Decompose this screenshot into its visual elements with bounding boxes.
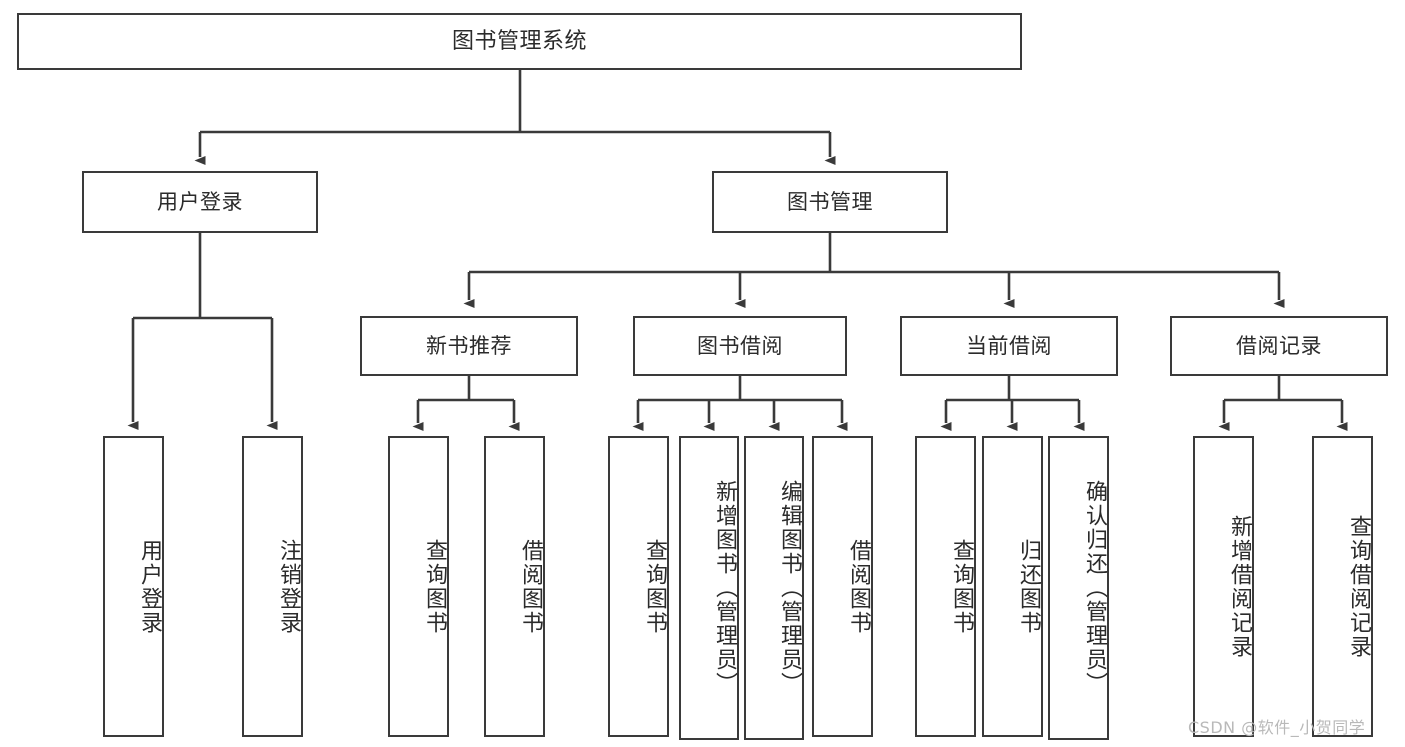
node-current-borrow-label: 当前借阅 [966,333,1052,358]
leaf-book-borrow-2[interactable]: 新增图书（管理员） [679,436,739,740]
node-book-borrow[interactable]: 图书借阅 [633,316,847,376]
leaf-borrow-record-2-label: 查询借阅记录 [1346,514,1371,659]
leaf-book-borrow-4[interactable]: 借阅图书 [812,436,873,737]
leaf-new-book-2[interactable]: 借阅图书 [484,436,545,737]
leaf-new-book-1-label: 查询图书 [422,538,447,635]
node-book-borrow-label: 图书借阅 [697,333,783,358]
node-new-book-recommend-label: 新书推荐 [426,333,512,358]
leaf-current-borrow-1-label: 查询图书 [949,538,974,635]
node-root-label: 图书管理系统 [451,28,587,54]
leaf-new-book-2-label: 借阅图书 [518,538,543,635]
node-new-book-recommend[interactable]: 新书推荐 [360,316,578,376]
leaf-current-borrow-3-label: 确认归还（管理员） [1082,480,1107,696]
leaf-borrow-record-1[interactable]: 新增借阅记录 [1193,436,1254,737]
leaf-new-book-1[interactable]: 查询图书 [388,436,449,737]
node-borrow-record-label: 借阅记录 [1236,333,1322,358]
leaf-current-borrow-2-label: 归还图书 [1016,538,1041,635]
leaf-borrow-record-1-label: 新增借阅记录 [1227,514,1252,659]
leaf-book-borrow-1-label: 查询图书 [642,538,667,635]
leaf-book-borrow-2-label: 新增图书（管理员） [712,480,737,696]
node-book-manage-label: 图书管理 [787,189,873,214]
leaf-borrow-record-2[interactable]: 查询借阅记录 [1312,436,1373,737]
node-user-login[interactable]: 用户登录 [82,171,318,233]
leaf-current-borrow-3[interactable]: 确认归还（管理员） [1048,436,1109,740]
leaf-user-login-1[interactable]: 用户登录 [103,436,164,737]
leaf-book-borrow-4-label: 借阅图书 [846,538,871,635]
node-current-borrow[interactable]: 当前借阅 [900,316,1118,376]
leaf-book-borrow-3-label: 编辑图书（管理员） [777,480,802,696]
leaf-current-borrow-2[interactable]: 归还图书 [982,436,1043,737]
node-root[interactable]: 图书管理系统 [17,13,1022,70]
watermark: CSDN @软件_小贺同学 [1188,718,1366,737]
leaf-user-login-1-label: 用户登录 [137,538,162,635]
leaf-book-borrow-3[interactable]: 编辑图书（管理员） [744,436,804,740]
leaf-book-borrow-1[interactable]: 查询图书 [608,436,669,737]
leaf-current-borrow-1[interactable]: 查询图书 [915,436,976,737]
node-user-login-label: 用户登录 [157,189,243,214]
node-book-manage[interactable]: 图书管理 [712,171,948,233]
leaf-user-login-2-label: 注销登录 [276,538,301,635]
node-borrow-record[interactable]: 借阅记录 [1170,316,1388,376]
leaf-user-login-2[interactable]: 注销登录 [242,436,303,737]
